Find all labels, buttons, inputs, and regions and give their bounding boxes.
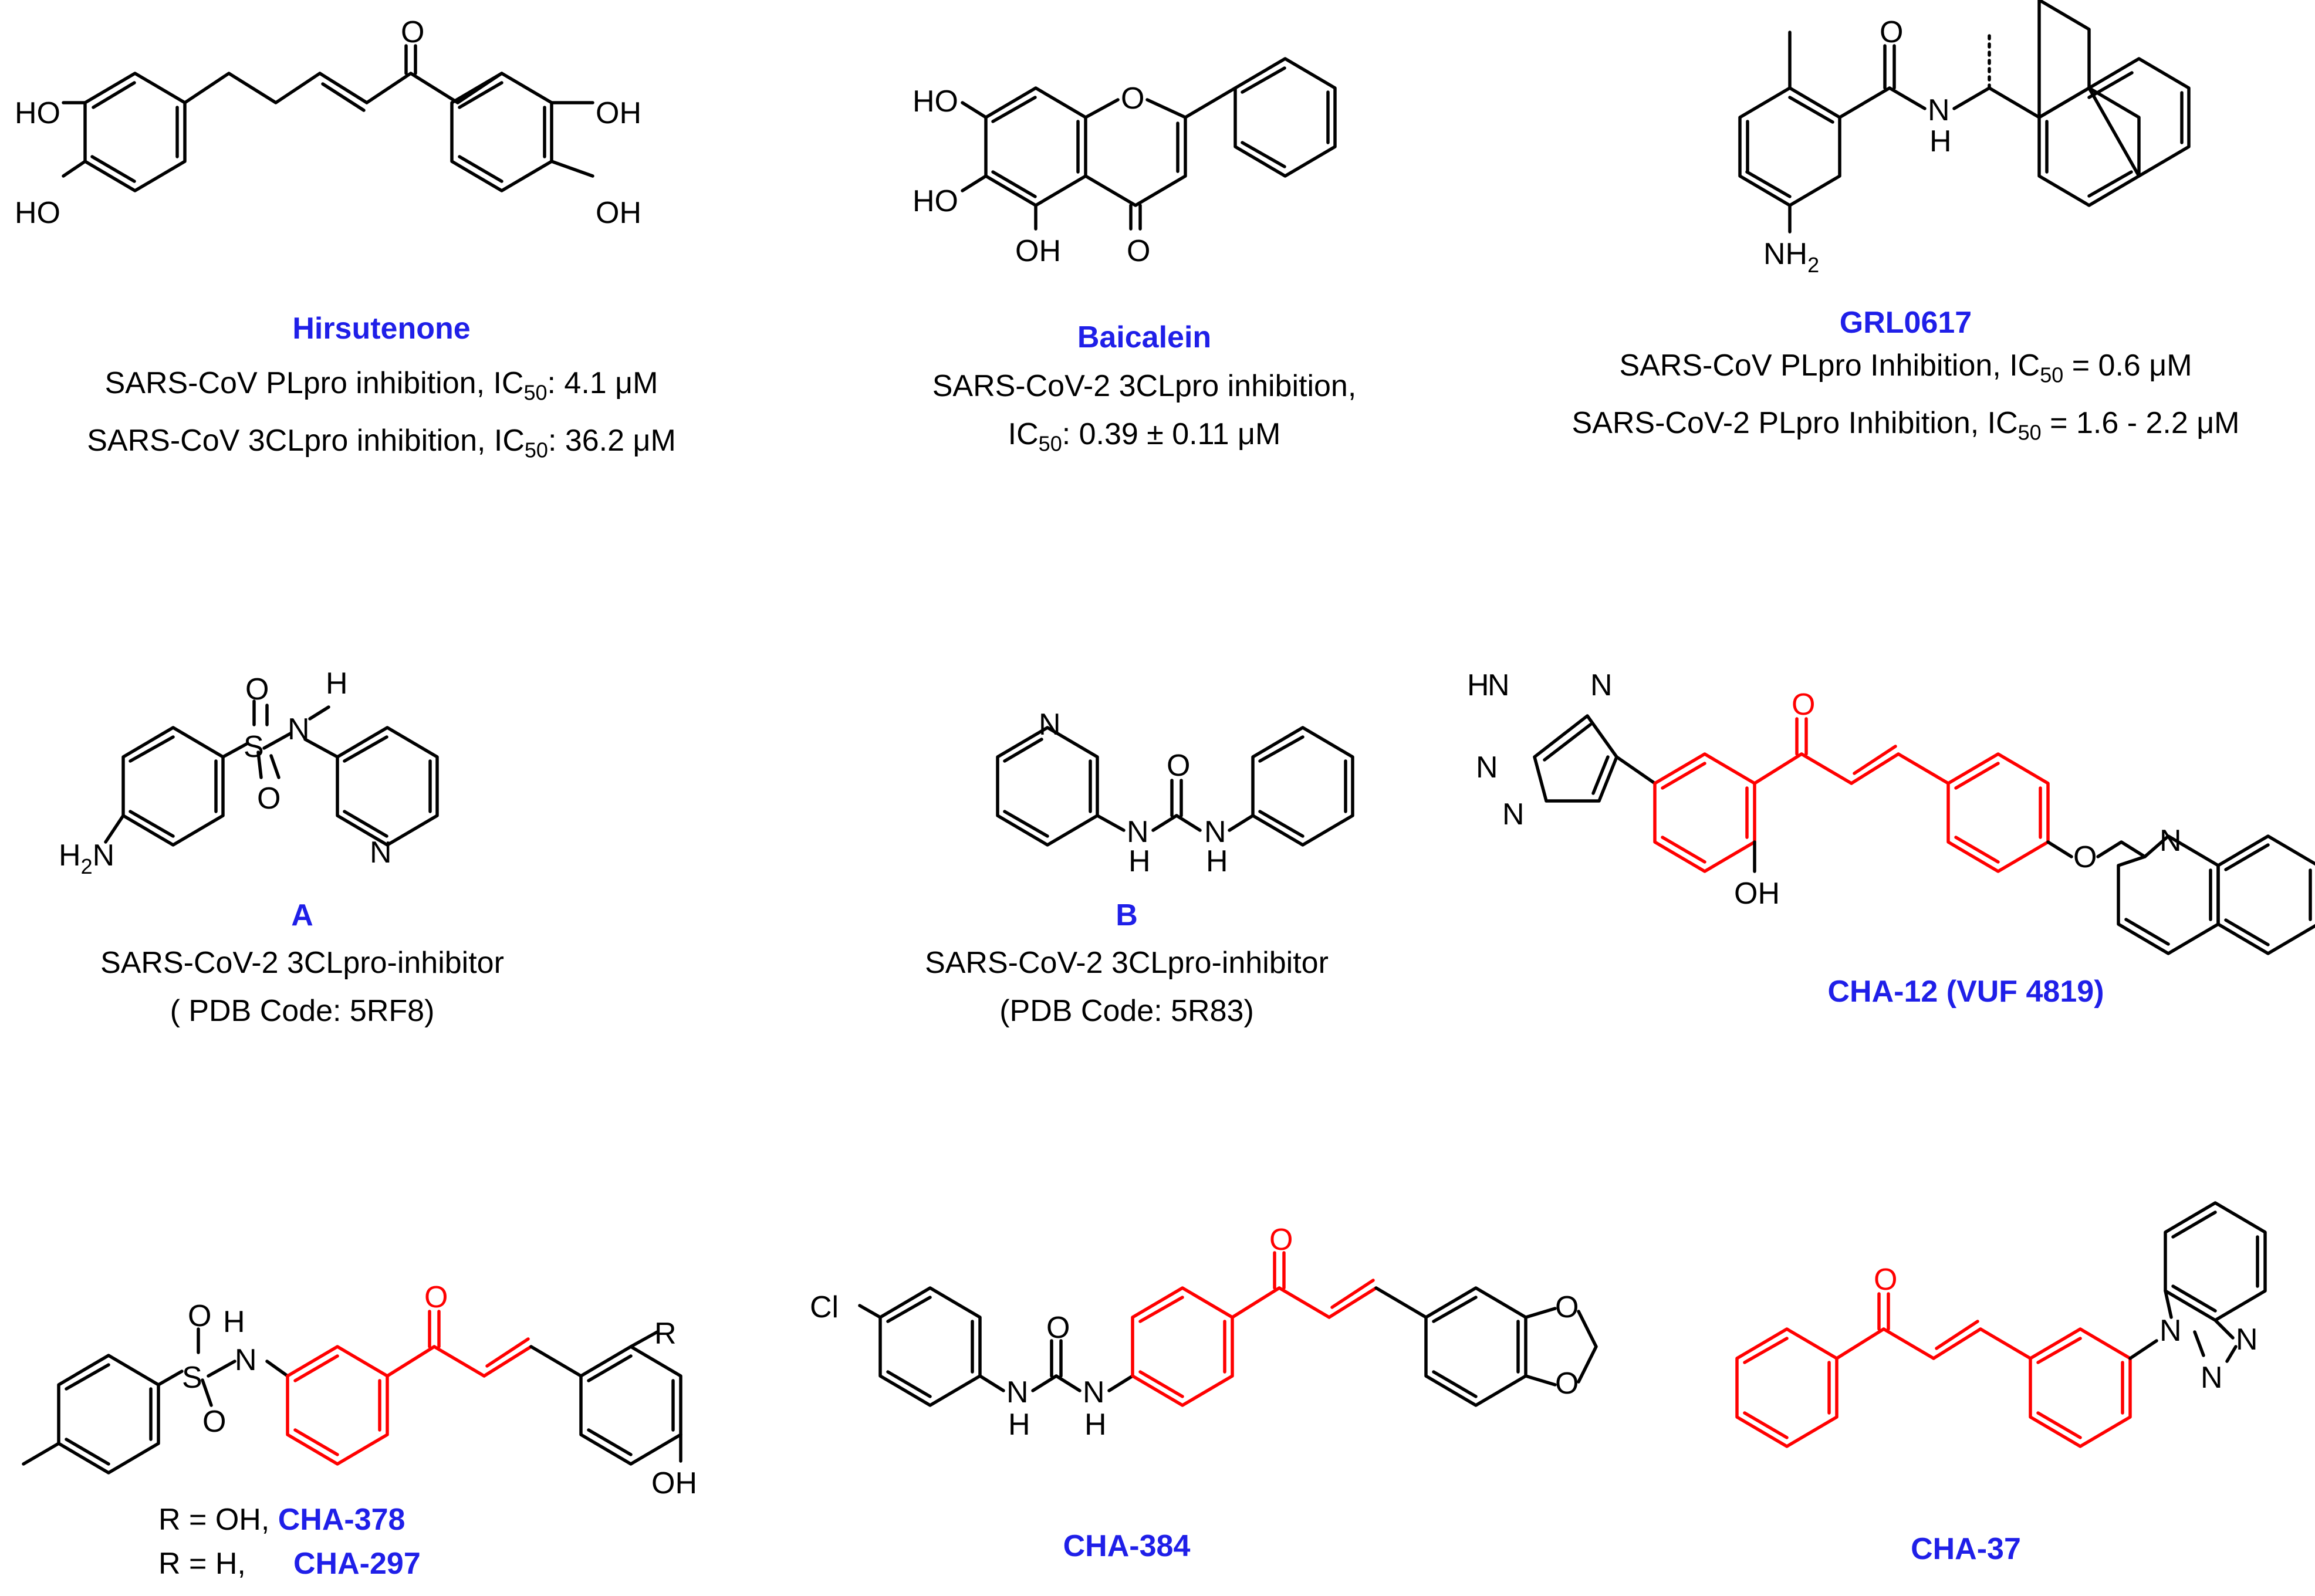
baicalein-activity-2: IC50: 0.39 ± 0.11 μM — [1008, 417, 1281, 456]
cha12-tetrazole-hn-h: H — [1467, 668, 1489, 702]
cha384-caption: CHA-384 — [833, 1529, 1420, 1564]
grl0617-name: GRL0617 — [1839, 306, 1972, 340]
grl0617-activity-1: SARS-CoV PLpro Inhibition, IC50 = 0.6 μM — [1619, 349, 2192, 387]
cha378-label: R = OH, CHA-378 — [158, 1502, 405, 1537]
compound-a-h2n: H2N — [59, 838, 114, 878]
cha378-sulfur: S — [182, 1361, 202, 1395]
grl0617-structure: O N H NH2 — [1738, 0, 2191, 277]
cha37-triazole-n3: N — [2201, 1361, 2223, 1395]
compound-b-structure: N O N H N H — [996, 708, 1354, 878]
cha378-name: CHA-378 — [278, 1503, 405, 1537]
cha37-triazole-n2: N — [2236, 1323, 2258, 1357]
cha12-caption: CHA-12 (VUF 4819) — [1672, 974, 2259, 1009]
cha378-oh: OH — [651, 1466, 697, 1500]
hirsutenone-structure: HO HO O OH OH — [15, 15, 641, 230]
cha378-r-oh-text: R = OH, — [158, 1503, 270, 1537]
cha297-name: CHA-297 — [293, 1547, 421, 1581]
cha37-triazole-n1: N — [2159, 1314, 2182, 1348]
hirsutenone-activity-2: SARS-CoV 3CLpro inhibition, IC50: 36.2 μ… — [87, 424, 676, 462]
baicalein-activity-1: SARS-CoV-2 3CLpro inhibition, — [932, 369, 1357, 403]
baicalein-name: Baicalein — [1077, 320, 1212, 354]
cha384-dioxole-o1: O — [1555, 1290, 1579, 1324]
cha12-ether-o: O — [2073, 840, 2097, 874]
cha12-carbonyl-o: O — [1792, 688, 1815, 722]
compound-b-desc-1: SARS-CoV-2 3CLpro-inhibitor — [925, 946, 1329, 980]
grl0617-amide-n: N — [1928, 93, 1950, 127]
grl0617-nh2: NH2 — [1763, 237, 1819, 277]
hirsutenone-ho-upper: HO — [15, 96, 60, 130]
cha378-carbonyl-o: O — [424, 1280, 448, 1314]
compound-a-sulfur: S — [244, 730, 264, 764]
baicalein-carbonyl-o: O — [1127, 234, 1150, 268]
compound-b-name: B — [1116, 898, 1138, 932]
compound-a-nh-h: H — [326, 667, 348, 701]
compound-a-structure: H2N S O O N H N — [59, 667, 439, 878]
cha378-297-structure: S O O N H O R OH — [22, 1280, 697, 1500]
cha37-name: CHA-37 — [1911, 1532, 2021, 1566]
hirsutenone-ho-lower: HO — [15, 196, 60, 230]
compound-b-pyridine-n: N — [1039, 708, 1061, 742]
cha378-o-upper: O — [188, 1299, 211, 1333]
baicalein-caption: Baicalein SARS-CoV-2 3CLpro inhibition, … — [851, 320, 1438, 468]
baicalein-ho-6: HO — [913, 184, 958, 218]
baicalein-ho-7: HO — [913, 84, 958, 119]
cha384-structure: Cl O N H N H O O O — [810, 1223, 1598, 1442]
compound-b-n2: N — [1204, 815, 1226, 849]
cha384-name: CHA-384 — [1063, 1529, 1191, 1563]
cha384-n1: N — [1006, 1375, 1029, 1409]
compound-a-o-lower: O — [257, 782, 280, 816]
cha12-tetrazole-n3: N — [1476, 750, 1498, 785]
compound-b-carbonyl-o: O — [1167, 749, 1190, 783]
compound-a-desc-1: SARS-CoV-2 3CLpro-inhibitor — [100, 946, 504, 980]
cha12-name: CHA-12 (VUF 4819) — [1827, 975, 2104, 1009]
cha12-structure: H N N N N O OH O N — [1467, 668, 2315, 955]
cha384-h2: H — [1084, 1408, 1107, 1442]
compound-b-caption: B SARS-CoV-2 3CLpro-inhibitor (PDB Code:… — [833, 898, 1420, 1035]
cha384-chlorine: Cl — [810, 1290, 839, 1324]
compound-b-h2: H — [1206, 844, 1228, 878]
compound-a-caption: A SARS-CoV-2 3CLpro-inhibitor ( PDB Code… — [0, 898, 604, 1035]
hirsutenone-oh-upper: OH — [596, 96, 641, 130]
cha384-h1: H — [1008, 1408, 1030, 1442]
cha297-label: R = H, CHA-297 — [158, 1546, 421, 1581]
cha378-nh-h: H — [223, 1305, 245, 1339]
baicalein-structure: O O HO HO OH — [913, 57, 1337, 268]
cha384-urea-o: O — [1046, 1311, 1070, 1345]
compound-b-h1: H — [1128, 844, 1151, 878]
cha384-dioxole-o2: O — [1555, 1367, 1579, 1401]
grl0617-carbonyl-o: O — [1880, 15, 1903, 49]
baicalein-oh-5: OH — [1015, 234, 1061, 268]
compound-a-o-upper: O — [245, 672, 269, 706]
cha37-caption: CHA-37 — [1702, 1531, 2230, 1567]
hirsutenone-carbonyl-o: O — [401, 15, 424, 49]
cha12-oh: OH — [1734, 877, 1780, 911]
compound-a-desc-2: ( PDB Code: 5RF8) — [170, 994, 435, 1028]
baicalein-ring-o: O — [1121, 82, 1144, 116]
compound-a-pyridine-n: N — [370, 836, 392, 870]
cha384-carbonyl-o: O — [1269, 1223, 1293, 1257]
cha12-tetrazole-hn-n: N — [1488, 668, 1510, 702]
hirsutenone-caption: Hirsutenone SARS-CoV PLpro inhibition, I… — [0, 311, 763, 475]
compound-a-nh-n: N — [288, 712, 310, 746]
grl0617-amide-h: H — [1929, 124, 1952, 158]
cha12-quinoline-n: N — [2159, 824, 2182, 858]
cha12-tetrazole-n4: N — [1502, 797, 1525, 831]
cha37-carbonyl-o: O — [1874, 1263, 1897, 1297]
grl0617-caption: GRL0617 SARS-CoV PLpro Inhibition, IC50 … — [1496, 305, 2315, 457]
cha378-o-lower: O — [202, 1405, 226, 1439]
cha384-n2: N — [1083, 1375, 1105, 1409]
grl0617-activity-2: SARS-CoV-2 PLpro Inhibition, IC50 = 1.6 … — [1572, 406, 2240, 445]
compound-a-name: A — [291, 898, 313, 932]
cha12-tetrazole-n2: N — [1590, 668, 1613, 702]
compound-b-desc-2: (PDB Code: 5R83) — [999, 994, 1254, 1028]
hirsutenone-activity-1: SARS-CoV PLpro inhibition, IC50: 4.1 μM — [104, 366, 658, 405]
cha37-structure: O N N N — [1735, 1201, 2267, 1448]
cha378-r-group: R — [654, 1317, 677, 1351]
cha378-nh-n: N — [235, 1343, 257, 1377]
hirsutenone-oh-lower: OH — [596, 196, 641, 230]
hirsutenone-name: Hirsutenone — [292, 312, 471, 346]
cha297-r-h-text: R = H, — [158, 1547, 246, 1581]
compound-b-n1: N — [1127, 815, 1149, 849]
